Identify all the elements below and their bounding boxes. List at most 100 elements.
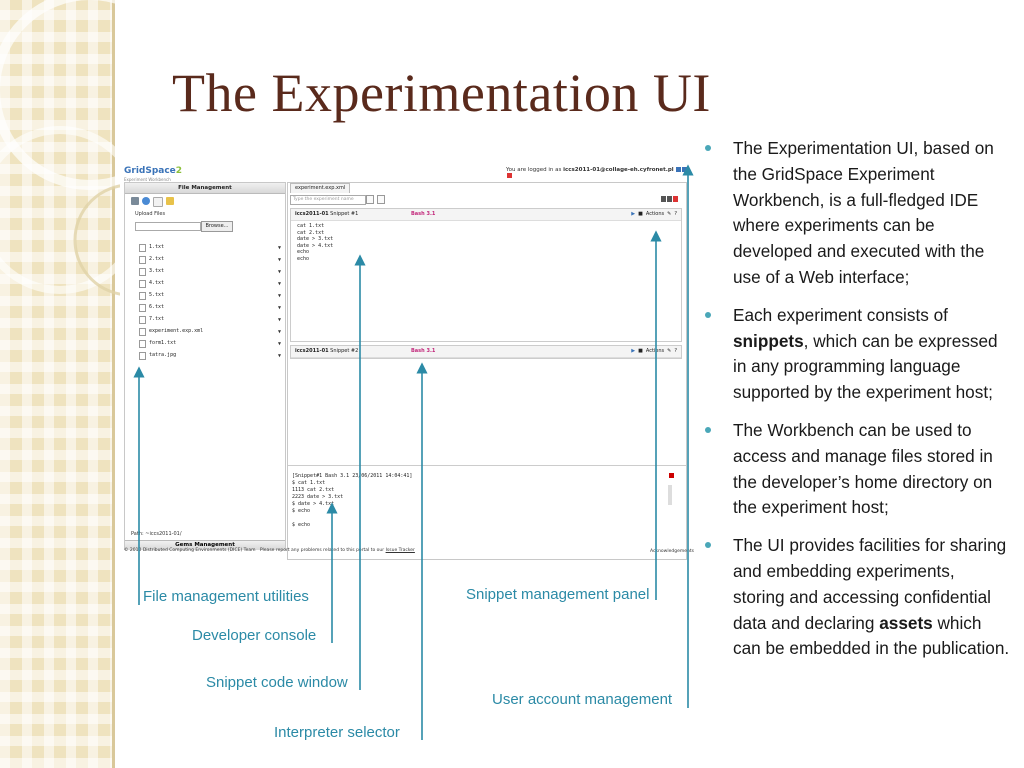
- chevron-down-icon[interactable]: ▼: [277, 341, 281, 347]
- chevron-down-icon[interactable]: ▼: [277, 317, 281, 323]
- save-icon[interactable]: [661, 196, 666, 202]
- experiment-tools: [366, 195, 385, 204]
- code-line: cat 2.txt: [297, 229, 325, 236]
- help-icon[interactable]: ?: [674, 348, 677, 354]
- stop-icon[interactable]: ■: [638, 348, 643, 354]
- file-name: 4.txt: [149, 280, 165, 286]
- bullet-item: The UI provides facilities for sharing a…: [705, 533, 1010, 662]
- chevron-down-icon[interactable]: ▼: [277, 281, 281, 287]
- file-list-item[interactable]: experiment.exp.xml▼: [139, 325, 283, 337]
- run-icon[interactable]: ▶: [631, 211, 636, 217]
- chevron-down-icon[interactable]: ▼: [277, 269, 281, 275]
- file-list-item[interactable]: form1.txt▼: [139, 337, 283, 349]
- gems-management-bar[interactable]: Gems Management: [125, 540, 285, 550]
- refresh-icon[interactable]: [142, 197, 150, 205]
- new-file-icon[interactable]: [153, 197, 163, 207]
- snippet-actions-button[interactable]: Actions: [645, 348, 665, 354]
- file-name: 3.txt: [149, 268, 165, 274]
- bullet-item: Each experiment consists of snippets, wh…: [705, 303, 1010, 406]
- file-name: 5.txt: [149, 292, 165, 298]
- stop-icon[interactable]: ■: [638, 211, 643, 217]
- save-as-icon[interactable]: [667, 196, 672, 202]
- delete-icon[interactable]: [673, 196, 678, 202]
- file-management-title: File Management: [125, 183, 285, 194]
- console-scrollbar[interactable]: [668, 485, 672, 505]
- help-icon[interactable]: [682, 167, 688, 172]
- home-icon[interactable]: [131, 197, 139, 205]
- file-icon: [139, 340, 146, 348]
- chevron-down-icon[interactable]: ▼: [277, 329, 281, 335]
- code-line: date > 3.txt: [297, 236, 334, 242]
- file-toolbar: [131, 197, 174, 207]
- file-name: 1.txt: [149, 244, 165, 250]
- console-line: 1113 cat 2.txt: [292, 487, 335, 493]
- upload-field[interactable]: [135, 222, 201, 231]
- file-list-item[interactable]: 5.txt ▼: [139, 289, 283, 301]
- browse-button[interactable]: Browse...: [201, 221, 233, 232]
- tab-experiment[interactable]: experiment.exp.xml: [290, 183, 351, 193]
- chevron-down-icon[interactable]: ▼: [277, 245, 281, 251]
- workbench-screenshot: GridSpace2 Experiment Workbench You are …: [120, 158, 694, 560]
- file-icon: [139, 352, 146, 360]
- interpreter-selector-2[interactable]: Bash 3.1: [411, 348, 436, 354]
- file-name: tatra.jpg: [149, 352, 177, 358]
- new-folder-icon[interactable]: [166, 197, 174, 205]
- file-name: 2.txt: [149, 256, 165, 262]
- chevron-down-icon[interactable]: ▼: [277, 353, 281, 359]
- issue-tracker-link[interactable]: Issue Tracker: [385, 548, 415, 553]
- close-icon[interactable]: [377, 195, 385, 204]
- acknowledgements-link[interactable]: Acknowledgements: [650, 549, 694, 554]
- logged-in-text: You are logged in as iccs2011-01@collage…: [506, 167, 692, 179]
- code-line: cat 1.txt: [297, 223, 325, 229]
- bullet-text: , which can be expressed in any programm…: [733, 330, 998, 403]
- chevron-down-icon[interactable]: ▼: [277, 257, 281, 263]
- file-list-item[interactable]: 7.txt ▼: [139, 313, 283, 325]
- close-console-icon[interactable]: [669, 473, 674, 478]
- developer-console: [Snippet#1 Bash 3.1 23/06/2011 14:04:41]…: [292, 473, 678, 551]
- interpreter-selector[interactable]: Bash 3.1: [411, 211, 436, 217]
- file-list-item[interactable]: 4.txt ▼: [139, 277, 283, 289]
- snippet-1: iccs2011-01 Snippet #1 Bash 3.1 ▶ ■ Acti…: [290, 208, 682, 342]
- logout-icon[interactable]: [507, 173, 512, 178]
- bullet-item: The Workbench can be used to access and …: [705, 418, 1010, 521]
- code-line: echo: [297, 249, 310, 255]
- experiment-name-input[interactable]: Type the experiment name: [290, 195, 366, 205]
- file-list-item[interactable]: 2.txt ▼: [139, 253, 283, 265]
- path-label: Path: ~iccs2011-01/: [131, 531, 182, 537]
- console-line: 2223 date > 3.txt: [292, 494, 344, 500]
- bullet-text: The UI provides facilities for sharing a…: [733, 535, 1007, 633]
- file-name: 7.txt: [149, 316, 165, 322]
- snippet-1-header: iccs2011-01 Snippet #1 Bash 3.1 ▶ ■ Acti…: [291, 209, 681, 221]
- strip-edge: [112, 0, 115, 768]
- file-list-item[interactable]: 6.txt ▼: [139, 301, 283, 313]
- open-icon[interactable]: [366, 195, 374, 204]
- console-line: $ echo: [292, 508, 311, 514]
- console-line: $ echo: [292, 522, 311, 528]
- file-list-item[interactable]: tatra.jpg ▼: [139, 349, 283, 361]
- console-divider[interactable]: [288, 465, 686, 466]
- file-list-item[interactable]: 1.txt ▼: [139, 241, 283, 253]
- footer: © 2010 Distributed Computing Environment…: [124, 548, 415, 553]
- file-icon: [139, 256, 146, 264]
- snippet-actions-button[interactable]: Actions: [645, 211, 665, 217]
- bullet-emphasis: assets: [879, 612, 933, 633]
- help-icon[interactable]: ?: [674, 211, 677, 217]
- bullet-text: Each experiment consists of: [733, 304, 948, 325]
- user-settings-icon[interactable]: [676, 167, 682, 172]
- chevron-down-icon[interactable]: ▼: [277, 305, 281, 311]
- slide-title: The Experimentation UI: [172, 63, 711, 123]
- file-list-item[interactable]: 3.txt ▼: [139, 265, 283, 277]
- edit-icon[interactable]: ✎: [667, 211, 672, 217]
- chevron-down-icon[interactable]: ▼: [277, 293, 281, 299]
- callout-snippet-code-window: Snippet code window: [206, 674, 348, 691]
- file-icon: [139, 316, 146, 324]
- run-icon[interactable]: ▶: [631, 348, 636, 354]
- file-name: 6.txt: [149, 304, 165, 310]
- file-icon: [139, 280, 146, 288]
- file-icon: [139, 328, 146, 336]
- edit-icon[interactable]: ✎: [667, 348, 672, 354]
- bullet-list: The Experimentation UI, based on the Gri…: [705, 136, 1010, 674]
- file-list: 1.txt▼2.txt▼3.txt▼4.txt▼5.txt▼6.txt▼7.tx…: [139, 241, 283, 361]
- snippet-2: iccs2011-01 Snippet #2 Bash 3.1 ▶ ■ Acti…: [290, 345, 682, 359]
